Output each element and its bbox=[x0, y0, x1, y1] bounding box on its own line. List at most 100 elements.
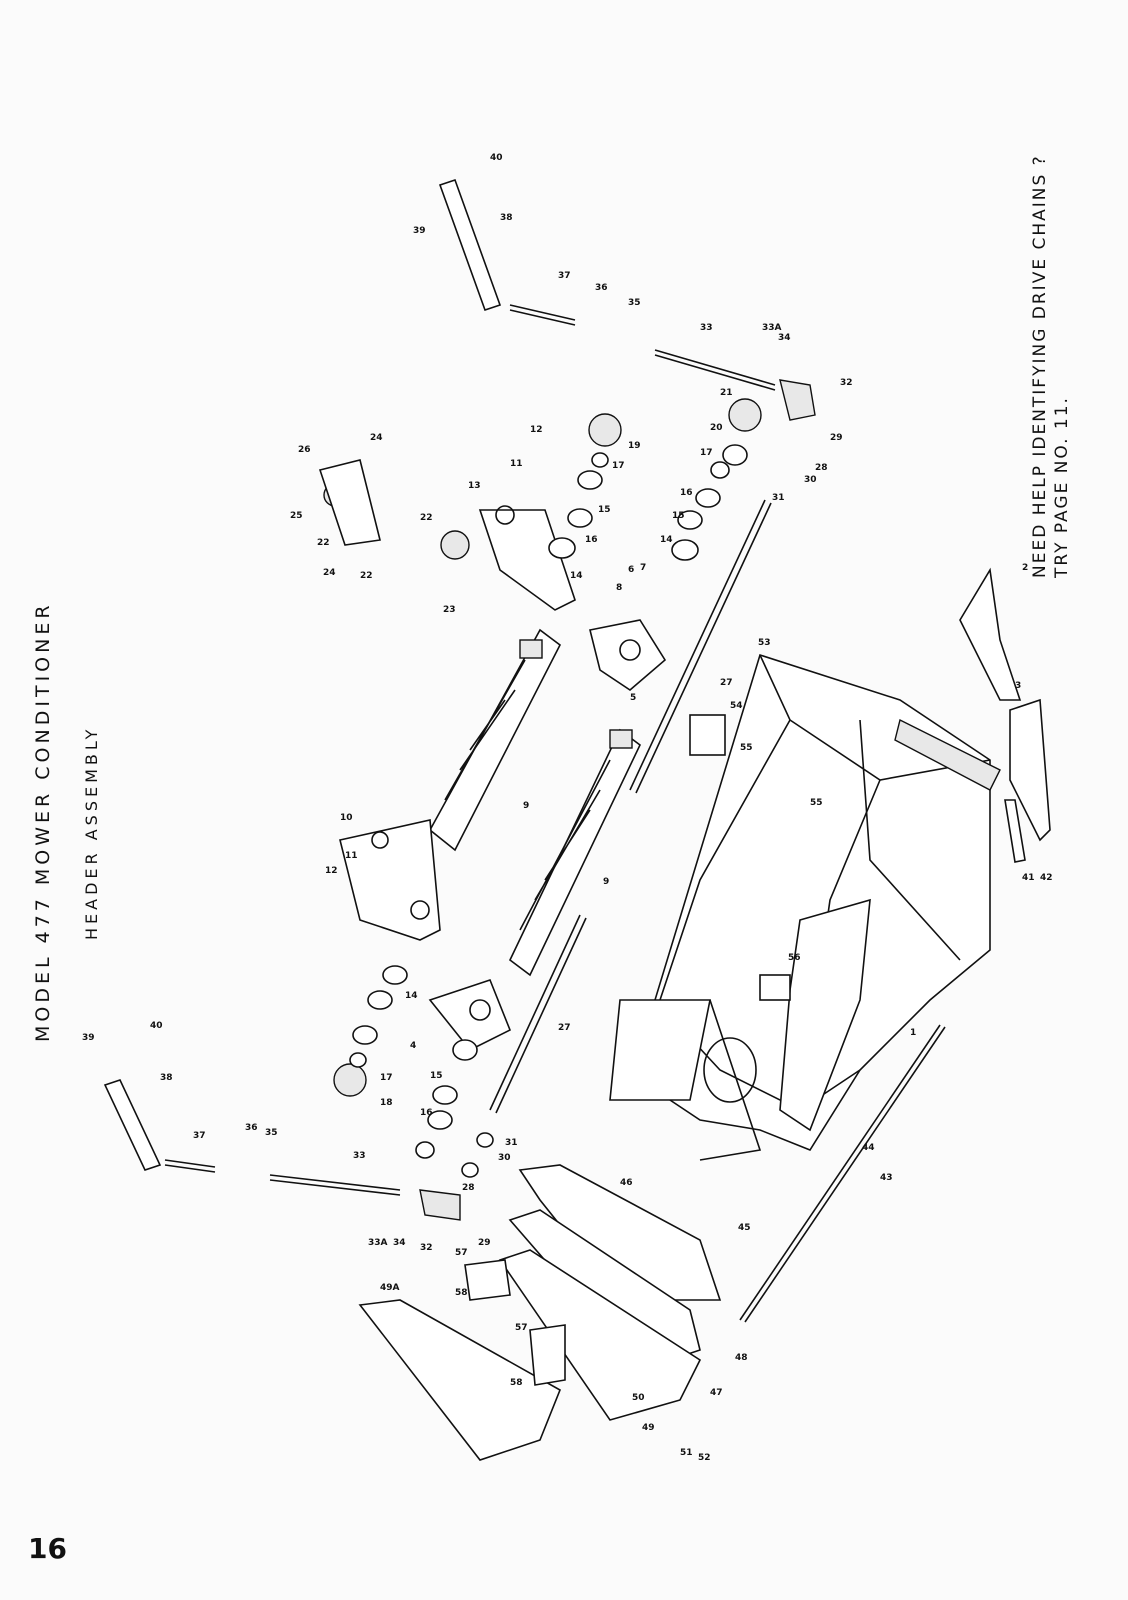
bearing-plate-5 bbox=[589, 619, 667, 692]
label-part-19: 19 bbox=[628, 441, 641, 451]
label-part-37b: 37 bbox=[193, 1131, 206, 1141]
label-part-15c: 15 bbox=[430, 1071, 443, 1081]
label-part-32b: 32 bbox=[420, 1243, 433, 1253]
label-part-40a: 40 bbox=[490, 153, 503, 163]
label-part-14a: 14 bbox=[660, 535, 673, 545]
label-part-58b: 58 bbox=[510, 1378, 523, 1388]
label-part-39b: 39 bbox=[82, 1033, 95, 1043]
label-part-17c: 17 bbox=[380, 1073, 393, 1083]
label-part-57a: 57 bbox=[455, 1248, 468, 1258]
label-part-46: 46 bbox=[620, 1178, 633, 1188]
label-part-26: 26 bbox=[298, 445, 311, 455]
label-part-22a: 22 bbox=[420, 513, 433, 523]
label-part-16a: 16 bbox=[680, 488, 693, 498]
label-part-38a: 38 bbox=[500, 213, 513, 223]
label-part-18: 18 bbox=[380, 1098, 393, 1108]
label-part-53: 53 bbox=[758, 638, 771, 648]
label-part-49a: 49A bbox=[380, 1283, 400, 1293]
label-part-27b: 27 bbox=[558, 1023, 571, 1033]
bearing-set-upper bbox=[548, 444, 748, 561]
label-part-12b: 12 bbox=[530, 425, 543, 435]
shaft-27-upper bbox=[629, 499, 766, 791]
sprocket-22 bbox=[440, 530, 470, 560]
shaft-27-lower bbox=[489, 914, 581, 1111]
bar-38-upper bbox=[438, 178, 502, 312]
label-part-9a: 9 bbox=[523, 801, 529, 811]
label-part-12a: 12 bbox=[325, 866, 338, 876]
bearing-plate-4 bbox=[428, 979, 512, 1052]
label-part-32a: 32 bbox=[840, 378, 853, 388]
main-frame bbox=[619, 653, 1001, 1151]
label-part-31b: 31 bbox=[505, 1138, 518, 1148]
bracket-56 bbox=[759, 974, 791, 1001]
label-part-22b: 22 bbox=[317, 538, 330, 548]
label-part-45: 45 bbox=[738, 1223, 751, 1233]
label-part-51: 51 bbox=[680, 1448, 693, 1458]
label-part-25: 25 bbox=[290, 511, 303, 521]
shaft-33-upper bbox=[654, 349, 776, 386]
bracket-24 bbox=[318, 459, 381, 546]
label-part-35a: 35 bbox=[628, 298, 641, 308]
conditioner-rolls bbox=[428, 628, 642, 977]
page-number: 16 bbox=[28, 1532, 67, 1565]
label-part-42: 42 bbox=[1040, 873, 1053, 883]
hub-29-lower bbox=[419, 1189, 461, 1221]
label-part-14b: 14 bbox=[570, 571, 583, 581]
label-part-8: 8 bbox=[616, 583, 622, 593]
label-part-49: 49 bbox=[642, 1423, 655, 1433]
part-41 bbox=[1004, 799, 1026, 863]
shaft-37-lower bbox=[164, 1159, 216, 1168]
label-part-16b: 16 bbox=[585, 535, 598, 545]
label-part-58a: 58 bbox=[455, 1288, 468, 1298]
roll-plate-10 bbox=[339, 819, 441, 941]
label-part-30b: 30 bbox=[498, 1153, 511, 1163]
label-part-11b: 11 bbox=[510, 459, 523, 469]
label-part-28b: 28 bbox=[462, 1183, 475, 1193]
label-part-23: 23 bbox=[443, 605, 456, 615]
plate-54 bbox=[689, 714, 726, 756]
label-part-55b: 55 bbox=[810, 798, 823, 808]
shaft-37-upper bbox=[509, 304, 576, 321]
label-part-15a: 15 bbox=[672, 511, 685, 521]
label-part-50: 50 bbox=[632, 1393, 645, 1403]
label-part-6: 6 bbox=[628, 565, 634, 575]
label-part-7: 7 bbox=[640, 563, 646, 573]
label-part-2: 2 bbox=[1022, 563, 1028, 573]
label-part-13: 13 bbox=[468, 481, 481, 491]
label-part-55a: 55 bbox=[740, 743, 753, 753]
rod-44 bbox=[739, 1024, 941, 1321]
label-part-22c: 22 bbox=[360, 571, 373, 581]
label-part-47: 47 bbox=[710, 1388, 723, 1398]
label-part-24b: 24 bbox=[323, 568, 336, 578]
label-part-48: 48 bbox=[735, 1353, 748, 1363]
label-part-5: 5 bbox=[630, 693, 636, 703]
label-part-10: 10 bbox=[340, 813, 353, 823]
label-part-33a: 33 bbox=[700, 323, 713, 333]
label-part-37a: 37 bbox=[558, 271, 571, 281]
label-part-11a: 11 bbox=[345, 851, 358, 861]
label-part-34a: 34 bbox=[778, 333, 791, 343]
label-part-36a: 36 bbox=[595, 283, 608, 293]
label-part-3: 3 bbox=[1015, 681, 1021, 691]
bracket-57b bbox=[529, 1324, 566, 1386]
label-part-15b: 15 bbox=[598, 505, 611, 515]
label-part-33a-upper: 33A bbox=[762, 323, 782, 333]
label-part-33b: 33 bbox=[353, 1151, 366, 1161]
label-part-16c: 16 bbox=[420, 1108, 433, 1118]
label-part-29b: 29 bbox=[478, 1238, 491, 1248]
label-part-36b: 36 bbox=[245, 1123, 258, 1133]
label-part-17b: 17 bbox=[612, 461, 625, 471]
hub-29-upper bbox=[779, 379, 816, 421]
label-part-17a: 17 bbox=[700, 448, 713, 458]
part-labels: 1 2 3 4 5 6 7 8 9 9 10 11 11 12 12 13 14… bbox=[82, 153, 1053, 1463]
bearing-plate-13 bbox=[478, 509, 576, 611]
shaft-33-lower bbox=[269, 1174, 401, 1191]
shield-49 bbox=[498, 1249, 702, 1421]
bar-38-lower bbox=[103, 1079, 162, 1171]
shield-49a bbox=[358, 1299, 562, 1461]
label-part-20: 20 bbox=[710, 423, 723, 433]
label-part-39a: 39 bbox=[413, 226, 426, 236]
label-part-1: 1 bbox=[910, 1028, 916, 1038]
label-part-29a: 29 bbox=[830, 433, 843, 443]
